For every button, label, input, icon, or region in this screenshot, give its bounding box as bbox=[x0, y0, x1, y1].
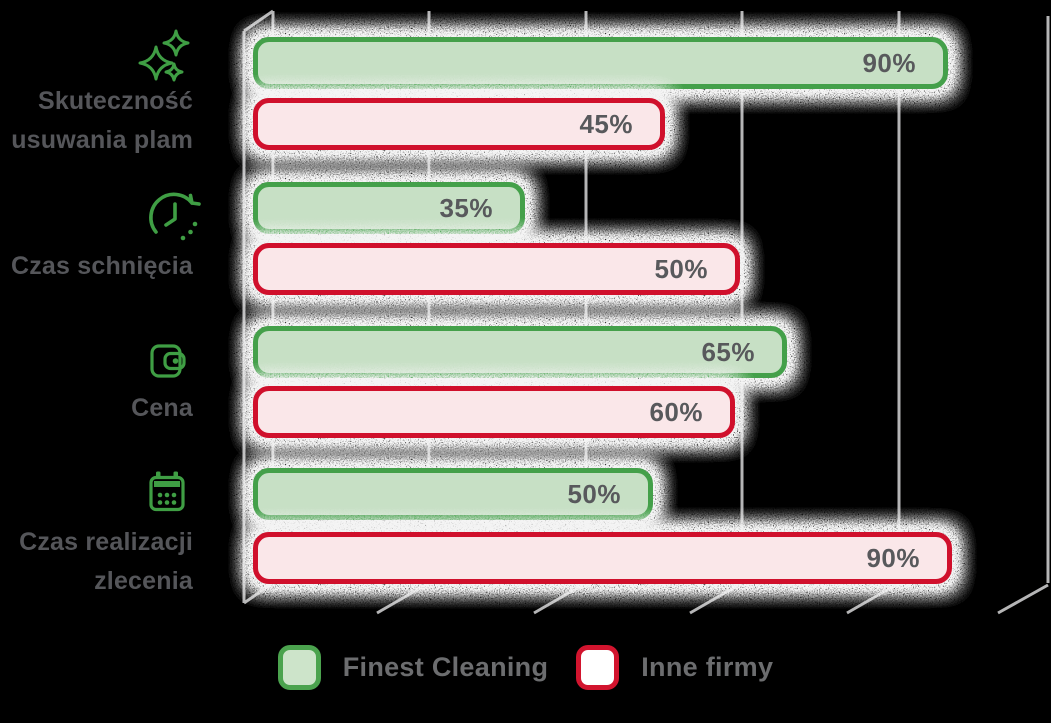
gridline-top-connector bbox=[243, 9, 274, 33]
sparkles-icon bbox=[138, 29, 190, 82]
legend-swatch bbox=[576, 645, 620, 690]
calendar-icon bbox=[149, 471, 185, 512]
bar-value-label: 90% bbox=[866, 542, 920, 573]
category-label-line: Czas realizacji bbox=[19, 528, 193, 556]
bar-inne-firmy-0: 45% bbox=[253, 98, 665, 150]
legend-label: Inne firmy bbox=[641, 652, 774, 682]
bar-finest-cleaning-3: 50% bbox=[253, 468, 653, 520]
bar-finest-cleaning-0: 90% bbox=[253, 37, 948, 89]
category-label-line: Czas schnięcia bbox=[10, 252, 193, 280]
category-label-czas-realizacji-zlecenia: Czas realizacji zlecenia bbox=[0, 523, 193, 601]
gridline-foot bbox=[533, 581, 587, 615]
bar-value-label: 90% bbox=[862, 47, 916, 78]
bar-inne-firmy-1: 50% bbox=[253, 243, 740, 295]
gridline-foot bbox=[846, 581, 900, 615]
bar-finest-cleaning-1: 35% bbox=[253, 182, 525, 234]
gridline-foot bbox=[376, 581, 430, 615]
bar-value-label: 50% bbox=[654, 253, 708, 284]
clock-icon bbox=[149, 192, 201, 241]
wallet-icon bbox=[150, 344, 186, 378]
category-label-skutecznosc-usuwania-plam: Skuteczność usuwania plam bbox=[0, 82, 193, 160]
category-label-line: Cena bbox=[131, 394, 193, 422]
gridline-foot bbox=[689, 581, 743, 615]
category-label-cena: Cena bbox=[0, 389, 193, 428]
gridline-foot bbox=[997, 583, 1049, 615]
bar-value-label: 65% bbox=[701, 336, 755, 367]
category-label-line: usuwania plam bbox=[11, 126, 193, 154]
bar-value-label: 50% bbox=[567, 478, 621, 509]
legend-item-inne-firmy: Inne firmy bbox=[576, 645, 773, 690]
legend: Finest Cleaning Inne firmy bbox=[0, 645, 1051, 690]
bar-value-label: 35% bbox=[439, 192, 493, 223]
bar-inne-firmy-3: 90% bbox=[253, 532, 952, 584]
category-label-line: zlecenia bbox=[94, 567, 193, 595]
bar-value-label: 45% bbox=[579, 108, 633, 139]
bar-value-label: 60% bbox=[649, 396, 703, 427]
category-label-line: Skuteczność bbox=[37, 87, 193, 115]
legend-label: Finest Cleaning bbox=[342, 652, 549, 682]
gridline-foot bbox=[243, 581, 274, 605]
legend-item-finest-cleaning: Finest Cleaning bbox=[277, 645, 549, 690]
legend-swatch bbox=[277, 645, 321, 690]
bar-finest-cleaning-2: 65% bbox=[253, 326, 787, 378]
bar-inne-firmy-2: 60% bbox=[253, 386, 735, 438]
category-label-czas-schniecia: Czas schnięcia bbox=[0, 247, 193, 286]
